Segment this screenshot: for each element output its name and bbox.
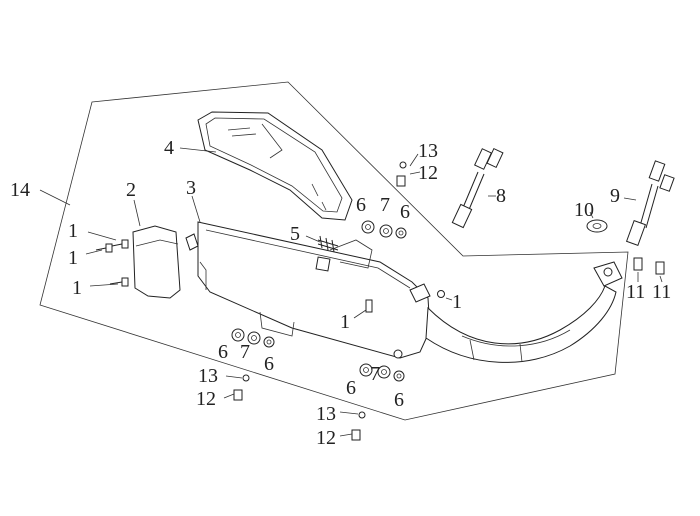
muffler-body (185, 221, 431, 359)
heat-shield (197, 111, 353, 221)
callout-6-f: 6 (394, 389, 404, 411)
rubber-grommets (231, 220, 407, 382)
callout-1-b: 1 (68, 247, 78, 269)
callout-13-a: 13 (418, 140, 438, 162)
callout-6-e: 6 (346, 377, 356, 399)
callout-4: 4 (164, 137, 174, 159)
callout-12-b: 12 (196, 388, 216, 410)
bolts (95, 239, 445, 313)
washers-and-bolts (233, 161, 407, 441)
group-outline (39, 81, 629, 421)
callout-6-a: 6 (356, 194, 366, 216)
callout-10: 10 (574, 199, 594, 221)
callout-13-c: 13 (316, 403, 336, 425)
callout-5: 5 (290, 223, 300, 245)
oxygen-sensor-front (451, 147, 504, 229)
callout-1-e: 1 (452, 291, 462, 313)
callout-12-c: 12 (316, 427, 336, 449)
flange-nuts (633, 257, 665, 275)
callout-11-b: 11 (652, 281, 671, 303)
callout-1-c: 1 (72, 277, 82, 299)
callout-labels: 14 2 3 4 5 1 1 1 1 1 6 7 6 13 12 8 9 10 … (10, 137, 671, 449)
callout-1-a: 1 (68, 220, 78, 242)
oxygen-sensor-rear (625, 160, 675, 247)
callout-6-d: 6 (264, 353, 274, 375)
leader-lines (39, 147, 663, 437)
muffler-end-cap (132, 225, 181, 299)
callout-2: 2 (126, 179, 136, 201)
callout-1-d: 1 (340, 311, 350, 333)
callout-6-b: 6 (400, 201, 410, 223)
callout-7-b: 7 (240, 341, 250, 363)
callout-12-a: 12 (418, 162, 438, 184)
callout-3: 3 (186, 177, 196, 199)
gasket (586, 219, 608, 233)
callout-13-b: 13 (198, 365, 218, 387)
callout-14: 14 (10, 179, 30, 201)
callout-6-c: 6 (218, 341, 228, 363)
callout-8: 8 (496, 185, 506, 207)
mounting-spring (317, 235, 339, 253)
callout-9: 9 (610, 185, 620, 207)
callout-7-c: 7 (370, 363, 380, 385)
callout-11-a: 11 (626, 281, 645, 303)
exhaust-pipe (425, 261, 623, 363)
callout-7-a: 7 (380, 194, 390, 216)
